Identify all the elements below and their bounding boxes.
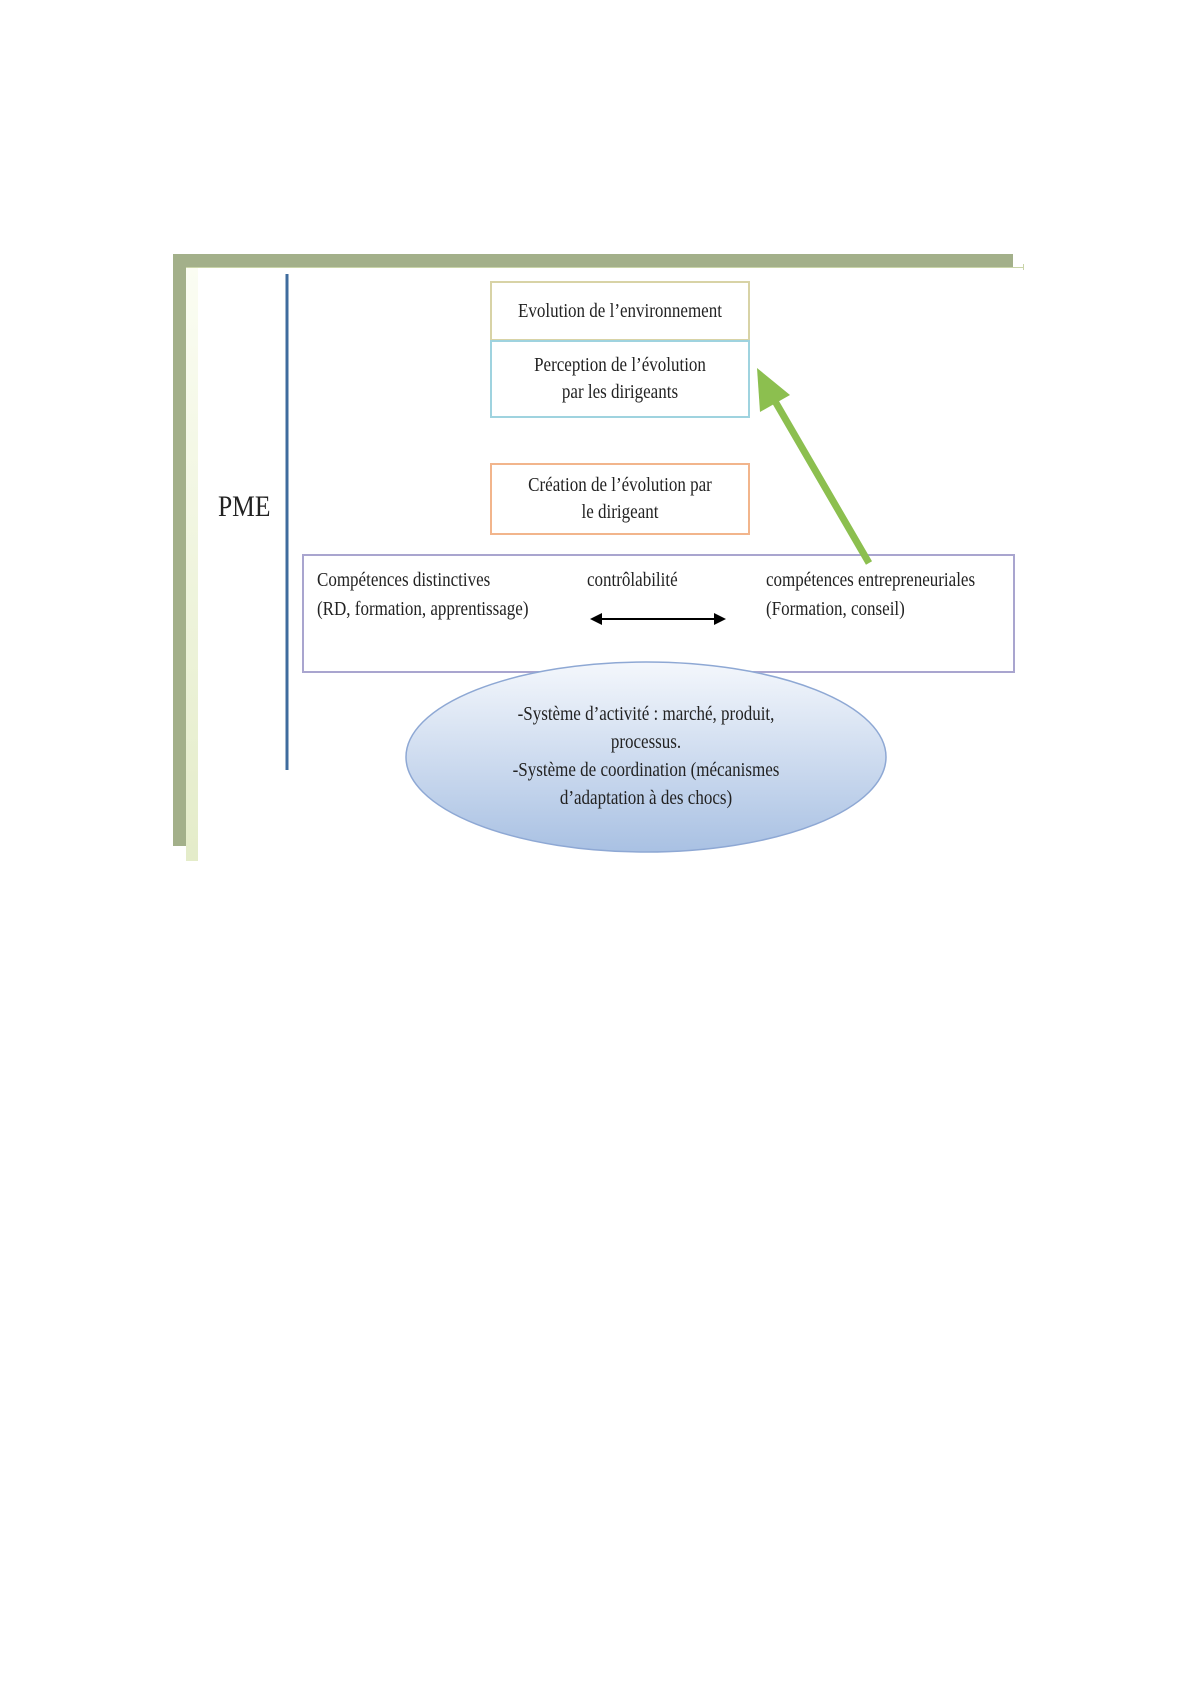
competences-entrepreneuriales-title: compétences entrepreneuriales <box>766 569 976 591</box>
environment-box: Evolution de l’environnement <box>490 281 750 341</box>
systems-ellipse <box>405 661 887 853</box>
systems-line-4: d’adaptation à des chocs) <box>559 787 733 809</box>
pme-label: PME <box>218 490 271 523</box>
systems-text: -Système d’activité : marché, produit, p… <box>446 700 846 812</box>
competences-distinctives-detail: (RD, formation, apprentissage) <box>317 598 529 620</box>
creation-box: Création de l’évolution par le dirigeant <box>490 463 750 535</box>
double-arrow <box>590 613 726 625</box>
competences-entrepreneuriales-detail: (Formation, conseil) <box>766 598 905 620</box>
frame-inner-right-border <box>1023 264 1024 270</box>
competences-box <box>302 554 1015 673</box>
perception-box: Perception de l’évolution par les dirige… <box>490 340 750 418</box>
systems-line-2: processus. <box>610 731 682 753</box>
systems-line-1: -Système d’activité : marché, produit, <box>517 703 775 725</box>
perception-label: Perception de l’évolution par les dirige… <box>534 354 706 403</box>
frame-inner-top-border <box>186 267 1024 268</box>
frame-inner-left-border <box>186 267 198 861</box>
frame-top-border <box>173 254 1013 267</box>
environment-label: Evolution de l’environnement <box>518 299 722 322</box>
controlabilite-label: contrôlabilité <box>587 569 678 591</box>
creation-label: Création de l’évolution par le dirigeant <box>528 474 712 523</box>
frame-left-border <box>173 254 186 846</box>
green-arrow <box>757 368 873 565</box>
competences-distinctives-title: Compétences distinctives <box>317 569 491 591</box>
systems-line-3: -Système de coordination (mécanismes <box>512 759 780 781</box>
